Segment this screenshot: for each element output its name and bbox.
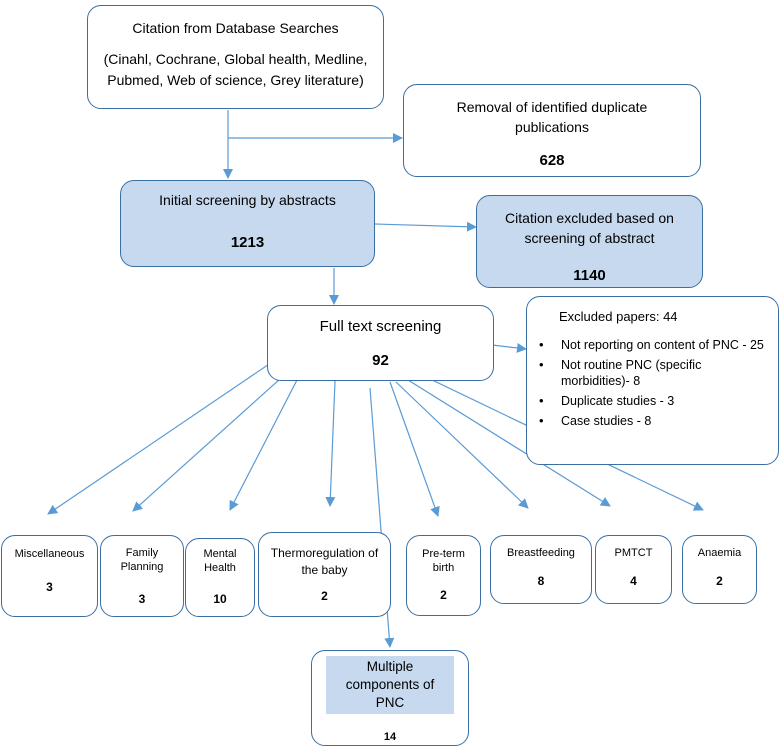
category-count: 2 [321, 589, 328, 603]
category-breastfeeding: Breastfeeding 8 [490, 535, 592, 604]
category-label: Anaemia [697, 547, 742, 559]
category-label: PMTCT [614, 547, 653, 559]
excluded-reason: Not routine PNC (specific morbidities)- … [539, 357, 768, 389]
initial-label: Initial screening by abstracts [159, 192, 336, 208]
arrow-to-miscellaneous [47, 355, 282, 515]
excluded-reason: Not reporting on content of PNC - 25 [539, 337, 768, 353]
category-count: 10 [213, 592, 227, 606]
database-title: Citation from Database Searches [132, 20, 339, 36]
fulltext-count: 92 [372, 352, 389, 369]
category-count: 8 [537, 574, 545, 588]
duplicates-box: Removal of identified duplicate publicat… [403, 84, 701, 177]
arrow-to-family-planning [132, 369, 291, 512]
category-count: 2 [440, 588, 447, 602]
arrow-to-mental-health [229, 379, 298, 511]
category-label: Breastfeeding [507, 547, 575, 559]
category-count: 3 [138, 592, 146, 606]
category-label: Thermoregulation of the baby [270, 546, 379, 577]
arrow-to-preterm [389, 381, 440, 517]
excluded-reason: Duplicate studies - 3 [539, 393, 768, 409]
category-label: Pre-term birth [422, 548, 465, 574]
category-thermoregulation: Thermoregulation of the baby 2 [258, 532, 391, 617]
category-anaemia: Anaemia 2 [682, 535, 757, 604]
multiple-count: 14 [383, 731, 397, 743]
fulltext-box: Full text screening 92 [267, 305, 494, 381]
fulltext-label: Full text screening [319, 318, 442, 335]
initial-count: 1213 [230, 234, 265, 251]
excluded-abstract-count: 1140 [573, 267, 606, 284]
duplicates-label: Removal of identified duplicate publicat… [456, 99, 648, 135]
arrow-to-pmtct [407, 379, 611, 507]
excluded-papers-title: Excluded papers: 44 [559, 309, 678, 324]
excluded-abstract-box: Citation excluded based on screening of … [476, 195, 703, 288]
category-mental-health: Mental Health 10 [185, 538, 255, 617]
arrow-to-breastfeeding [395, 381, 529, 509]
excluded-reason: Case studies - 8 [539, 413, 768, 429]
category-pmtct: PMTCT 4 [595, 535, 672, 604]
category-count: 2 [716, 574, 723, 588]
initial-screening-box: Initial screening by abstracts 1213 [120, 180, 375, 267]
excluded-abstract-label: Citation excluded based on screening of … [505, 210, 674, 246]
excluded-reasons-list: Not reporting on content of PNC - 25 Not… [527, 337, 768, 429]
database-search-box: Citation from Database Searches (Cinahl,… [87, 5, 384, 109]
category-label: Miscellaneous [14, 548, 85, 560]
arrow-to-excluded-papers [491, 342, 527, 353]
category-count: 4 [630, 574, 637, 588]
category-label: Mental Health [203, 548, 237, 574]
multiple-components-box: Multiple components of PNC 14 [311, 650, 469, 746]
database-sources: (Cinahl, Cochrane, Global health, Medlin… [103, 51, 368, 88]
arrow-to-thermoregulation [325, 380, 336, 507]
multiple-label: Multiple components of PNC [326, 656, 454, 714]
duplicates-count: 628 [539, 152, 565, 169]
excluded-papers-box: Excluded papers: 44 Not reporting on con… [526, 296, 779, 465]
category-count: 3 [46, 580, 53, 594]
category-preterm-birth: Pre-term birth 2 [406, 535, 481, 616]
arrow-to-excluded-abstract [374, 221, 477, 232]
category-family-planning: Family Planning 3 [100, 535, 184, 617]
category-label: Family Planning [120, 547, 164, 573]
category-miscellaneous: Miscellaneous 3 [1, 535, 98, 617]
